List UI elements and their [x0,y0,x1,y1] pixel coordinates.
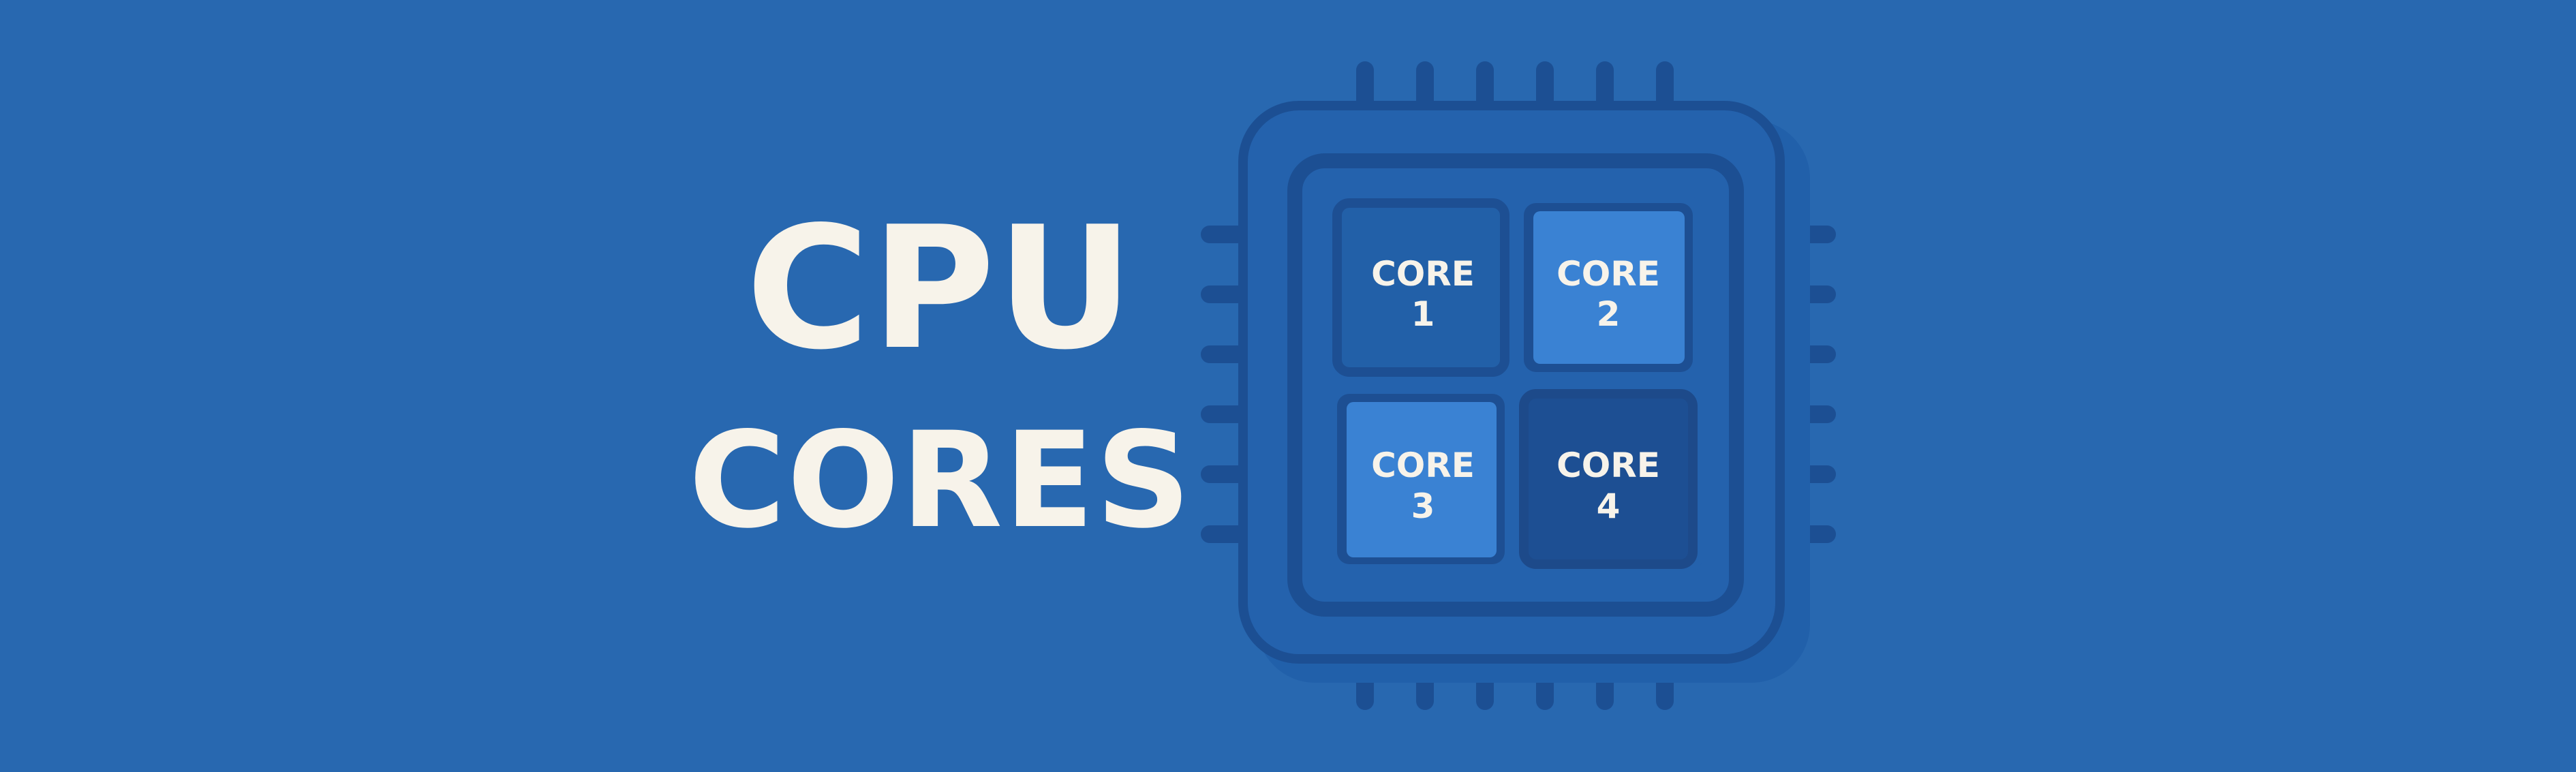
core-3-face [1347,402,1497,557]
core-1: CORE 1 [1332,198,1509,377]
core-3-word: CORE [1371,446,1475,485]
core-4-word: CORE [1557,446,1660,485]
headline-cores: CORES [688,403,1193,557]
core-2-word: CORE [1557,254,1660,294]
core-3: CORE 3 [1337,394,1505,564]
core-1-number: 1 [1411,294,1435,334]
core-1-word: CORE [1371,254,1475,294]
headline: CPU CORES [681,204,1199,546]
headline-cpu: CPU [746,191,1135,387]
core-2-number: 2 [1597,294,1621,334]
core-4-tile [1519,389,1698,569]
core-2-face [1533,211,1685,364]
core-1-tile [1332,198,1509,377]
core-2: CORE 2 [1524,203,1693,372]
core-4-number: 4 [1597,487,1621,526]
core-4: CORE 4 [1519,389,1698,569]
core-3-number: 3 [1411,487,1435,526]
